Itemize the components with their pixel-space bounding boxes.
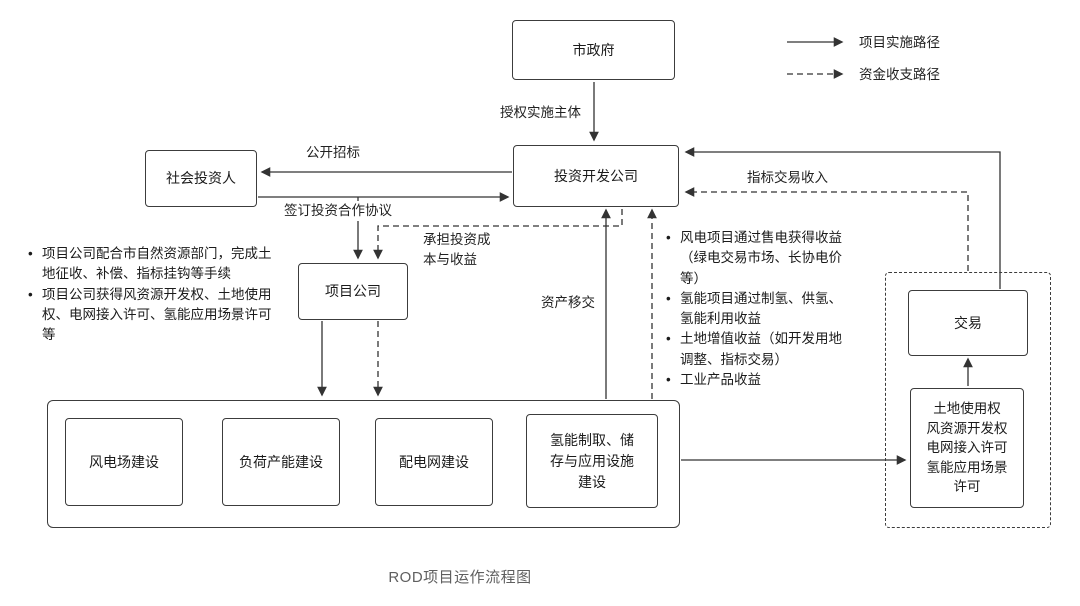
edge-trading-to-company-arrow (684, 147, 1001, 289)
label-sign-agreement: 签订投资合作协议 (281, 201, 395, 221)
label-bear-cost: 承担投资成本与收益 (420, 230, 502, 270)
notes-right: • 风电项目通过售电获得收益（绿电交易市场、长协电价等） • 氢能项目通过制氢、… (666, 228, 846, 390)
permit-line-hydrogen: 氢能应用场景许可 (926, 459, 1008, 495)
note-text: 项目公司获得风资源开发权、土地使用权、电网接入许可、氢能应用场景许可等 (42, 286, 272, 343)
node-distribution-grid: 配电网建设 (375, 418, 493, 506)
label-asset-transfer: 资产移交 (538, 293, 598, 313)
note-item: • 项目公司配合市自然资源部门，完成土地征收、补偿、指标挂钩等手续 (28, 244, 280, 285)
note-item: • 项目公司获得风资源开发权、土地使用权、电网接入许可、氢能应用场景许可等 (28, 285, 280, 346)
note-item: • 土地增值收益（如开发用地调整、指标交易） (666, 329, 846, 370)
node-wind-farm: 风电场建设 (65, 418, 183, 506)
note-text: 风电项目通过售电获得收益（绿电交易市场、长协电价等） (680, 230, 842, 286)
permit-line-grid: 电网接入许可 (926, 440, 1008, 456)
node-social-investor: 社会投资人 (145, 150, 257, 207)
trading-container (885, 272, 1051, 528)
bullet-glyph: • (666, 371, 671, 387)
note-text: 土地增值收益（如开发用地调整、指标交易） (680, 331, 842, 367)
bullet-glyph: • (28, 246, 33, 261)
node-hydrogen-facility: 氢能制取、储存与应用设施建设 (526, 414, 658, 508)
note-text: 工业产品收益 (680, 371, 761, 387)
construction-container (47, 400, 680, 528)
permit-line-land: 土地使用权 (933, 401, 1001, 417)
legend-solid-label: 项目实施路径 (859, 35, 940, 50)
note-item: • 风电项目通过售电获得收益（绿电交易市场、长协电价等） (666, 228, 846, 289)
label-authorize: 授权实施主体 (497, 103, 584, 123)
permit-line-wind: 风资源开发权 (926, 420, 1008, 436)
node-investment-company: 投资开发公司 (513, 145, 679, 207)
node-project-company: 项目公司 (298, 263, 408, 320)
bullet-glyph: • (28, 286, 33, 302)
node-permits: 土地使用权 风资源开发权 电网接入许可 氢能应用场景许可 (910, 388, 1024, 508)
legend-dashed-label: 资金收支路径 (859, 67, 940, 82)
label-quota-income: 指标交易收入 (744, 168, 831, 188)
note-item: • 工业产品收益 (666, 370, 846, 390)
note-item: • 氢能项目通过制氢、供氢、氢能利用收益 (666, 289, 846, 330)
label-public-bidding: 公开招标 (303, 143, 363, 163)
notes-left: • 项目公司配合市自然资源部门，完成土地征收、补偿、指标挂钩等手续 • 项目公司… (28, 244, 280, 345)
note-text: 氢能项目通过制氢、供氢、氢能利用收益 (680, 290, 842, 326)
bullet-glyph: • (666, 230, 671, 245)
node-government: 市政府 (512, 20, 675, 80)
node-trading: 交易 (908, 290, 1028, 356)
node-load-capacity: 负荷产能建设 (222, 418, 340, 506)
bullet-glyph: • (666, 290, 671, 306)
note-text: 项目公司配合市自然资源部门，完成土地征收、补偿、指标挂钩等手续 (42, 246, 272, 282)
bullet-glyph: • (666, 331, 671, 347)
diagram-caption: ROD项目运作流程图 (388, 569, 532, 586)
